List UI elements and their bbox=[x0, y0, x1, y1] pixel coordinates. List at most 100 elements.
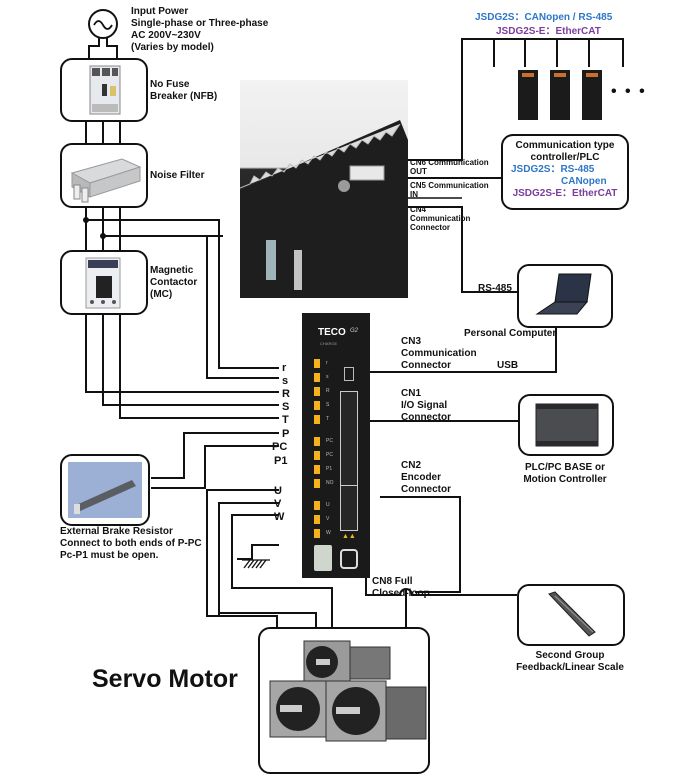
usb-label: USB bbox=[497, 360, 519, 371]
cn1-line1: CN1 bbox=[401, 388, 422, 399]
drive-model: G2 bbox=[350, 328, 359, 334]
input-power-phase: Single-phase or Three-phase bbox=[131, 18, 269, 29]
cn8-line2: Closed-loop bbox=[372, 588, 430, 599]
terminal-led-9 bbox=[314, 501, 320, 510]
comm-controller-box: Communication type controller/PLC JSDG2S… bbox=[501, 134, 629, 210]
terminal-W: W bbox=[274, 511, 285, 523]
mc-line3: (MC) bbox=[150, 289, 173, 300]
nfb-box bbox=[60, 58, 148, 122]
terminal-PC: PC bbox=[272, 441, 288, 453]
breaker-icon bbox=[89, 65, 121, 115]
terminal-slot-label: r bbox=[326, 360, 328, 366]
input-power-note: (Varies by model) bbox=[131, 42, 214, 53]
noise-filter-label: Noise Filter bbox=[150, 170, 205, 181]
terminal-T: T bbox=[282, 414, 289, 426]
cn3-line3: Connector bbox=[401, 360, 451, 371]
cn1-port bbox=[340, 391, 358, 493]
cn4-label: CN4 Communication Connector bbox=[410, 205, 470, 232]
magnetic-contactor-icon bbox=[85, 257, 121, 309]
cn5-line2: IN bbox=[410, 190, 418, 199]
terminal-slot-label: R bbox=[326, 388, 330, 394]
cn1-label: CN1 I/O Signal Connector bbox=[401, 388, 451, 424]
cn3-label: CN3 Communication Connector bbox=[401, 336, 477, 372]
terminal-slot-label: s bbox=[326, 374, 329, 380]
cn1-line2: I/O Signal bbox=[401, 400, 448, 411]
terminal-led-11 bbox=[314, 529, 320, 538]
networked-drive-1 bbox=[518, 70, 538, 120]
nfb-label: No Fuse Breaker (NFB) bbox=[150, 79, 217, 103]
terminal-U: U bbox=[274, 485, 282, 497]
ac-source-sine bbox=[93, 20, 113, 30]
mc-line2: Contactor bbox=[150, 277, 198, 288]
terminal-slot-label: S bbox=[326, 402, 330, 408]
cn8-label: CN8 Full Closed-loop bbox=[372, 576, 430, 600]
terminal-led-1 bbox=[314, 373, 320, 382]
cn2-line1: CN2 bbox=[401, 460, 422, 471]
pc-box bbox=[517, 264, 613, 328]
terminal-slot-label: P1 bbox=[326, 466, 333, 472]
brake-line3: Pc-P1 must be open. bbox=[60, 550, 159, 561]
comm-controller-canopen: CANopen bbox=[561, 176, 607, 187]
nfb-line1: No Fuse bbox=[150, 79, 190, 90]
plc-icon bbox=[535, 403, 599, 447]
terminal-slot-label: W bbox=[326, 530, 331, 536]
plc-box bbox=[518, 394, 614, 456]
brake-resistor-label: External Brake Resistor Connect to both … bbox=[60, 526, 202, 562]
cn3-line2: Communication bbox=[401, 348, 477, 359]
servo-motor-box bbox=[258, 627, 430, 774]
terminal-slot-label: T bbox=[326, 416, 330, 422]
ac-source-icon bbox=[88, 9, 118, 39]
cn8-port bbox=[340, 549, 358, 569]
plc-label: PLC/PC BASE or Motion Controller bbox=[510, 462, 620, 486]
cn5-label: CN5 Communication IN bbox=[410, 181, 489, 199]
plc-line2: Motion Controller bbox=[523, 474, 607, 485]
terminal-led-10 bbox=[314, 515, 320, 524]
terminal-S: S bbox=[282, 401, 290, 413]
cn6-label: CN6 Communication OUT bbox=[410, 158, 489, 176]
terminal-P: P bbox=[282, 428, 290, 440]
terminal-V: V bbox=[274, 498, 282, 510]
linear-scale-line2: Feedback/Linear Scale bbox=[516, 662, 624, 673]
terminal-led-5 bbox=[314, 437, 320, 446]
ground-screws bbox=[314, 545, 332, 571]
terminal-slot-label: PC bbox=[326, 452, 333, 458]
comm-controller-title2: controller/PLC bbox=[530, 152, 600, 163]
network-jsdg2s-e-label: JSDG2S-E：EtherCAT bbox=[496, 26, 601, 37]
noise-filter-box bbox=[60, 143, 148, 208]
cn2-label: CN2 Encoder Connector bbox=[401, 460, 451, 496]
cn2-port bbox=[340, 485, 358, 531]
brake-resistor-icon bbox=[68, 462, 142, 518]
terminal-r: r bbox=[282, 362, 287, 374]
cn6-line2: OUT bbox=[410, 167, 427, 176]
input-power-title: Input Power bbox=[131, 6, 189, 17]
terminal-led-4 bbox=[314, 415, 320, 424]
more-drives-ellipsis: • • • bbox=[611, 83, 647, 100]
terminal-led-0 bbox=[314, 359, 320, 368]
terminal-R: R bbox=[282, 388, 290, 400]
drive-closeup-photo bbox=[239, 80, 408, 298]
cn8-line1: CN8 Full bbox=[372, 576, 413, 587]
drive-closeup-illustration bbox=[239, 120, 408, 298]
noise-filter-icon bbox=[70, 158, 142, 203]
cn3-port bbox=[344, 367, 354, 381]
plc-line1: PLC/PC BASE or bbox=[524, 462, 605, 473]
drive-charge-label: CHARGE bbox=[320, 341, 338, 346]
linear-scale-icon bbox=[548, 591, 596, 637]
terminal-s: s bbox=[282, 375, 289, 387]
rs485-label: RS-485 bbox=[478, 283, 512, 294]
cn1-line3: Connector bbox=[401, 412, 451, 423]
servo-motor-title: Servo Motor bbox=[92, 665, 238, 693]
brake-line1: External Brake Resistor bbox=[60, 526, 173, 537]
cn6-line1: CN6 Communication bbox=[410, 158, 489, 167]
terminal-led-3 bbox=[314, 401, 320, 410]
comm-controller-jsdg2s-e: JSDG2S-E：EtherCAT bbox=[512, 188, 618, 199]
brake-line2: Connect to both ends of P-PC bbox=[60, 538, 202, 549]
cn4-line3: Connector bbox=[410, 223, 450, 232]
comm-controller-title1: Communication type bbox=[515, 140, 615, 151]
terminal-led-6 bbox=[314, 451, 320, 460]
networked-drive-2 bbox=[550, 70, 570, 120]
terminal-led-8 bbox=[314, 479, 320, 488]
drive-brand: TECO bbox=[318, 327, 346, 338]
mc-line1: Magnetic bbox=[150, 265, 194, 276]
